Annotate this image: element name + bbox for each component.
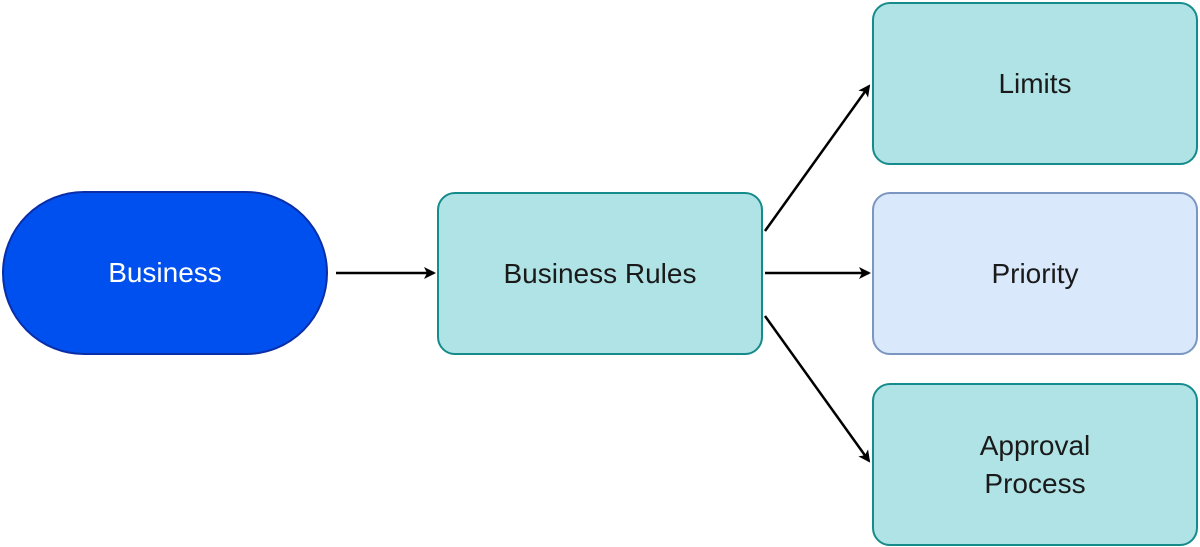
priority-node[interactable]: Priority bbox=[872, 192, 1198, 355]
business-node[interactable]: Business bbox=[2, 191, 328, 355]
limits-node-label: Limits bbox=[998, 67, 1072, 99]
priority-node-label: Priority bbox=[991, 257, 1079, 289]
arrow-business-rules-to-limits bbox=[763, 84, 871, 232]
approval-process-node[interactable]: Approval Process bbox=[872, 383, 1198, 546]
approval-process-label-line-1: Approval bbox=[979, 429, 1091, 461]
arrow-business-rules-to-approval-process bbox=[763, 315, 871, 463]
business-node-label: Business bbox=[108, 257, 222, 288]
limits-node[interactable]: Limits bbox=[872, 2, 1198, 165]
approval-process-label-line-2: Process bbox=[984, 467, 1086, 499]
business-rules-node[interactable]: Business Rules bbox=[437, 192, 763, 355]
business-rules-node-label: Business Rules bbox=[503, 257, 697, 289]
